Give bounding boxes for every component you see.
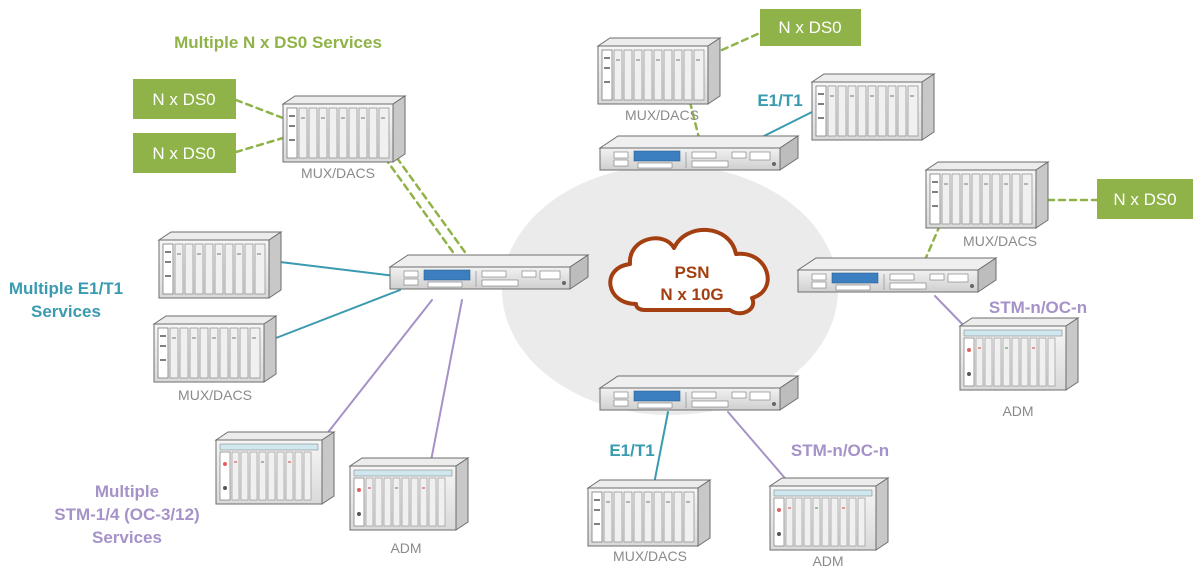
label-multiple-ds0: Multiple N x DS0 Services (174, 33, 382, 52)
stm-link (727, 411, 791, 485)
cloud-icon (608, 227, 770, 316)
adm-left-1 (215, 431, 335, 505)
ds0-link (688, 100, 702, 144)
caption-mux-bottom: MUX/DACS (613, 548, 687, 564)
mux-dacs-left-top (158, 231, 282, 299)
e1t1-link (653, 411, 669, 485)
e1t1-link (279, 261, 396, 277)
label-multiple-e1t1-line1: Multiple E1/T1 (9, 279, 123, 298)
stm-link (429, 299, 463, 467)
mux-dacs-top-e1t1 (811, 73, 935, 141)
caption-mux-left: MUX/DACS (178, 387, 252, 403)
e1t1-link (755, 111, 813, 141)
mux-dacs-right (925, 161, 1049, 229)
stm-link (321, 299, 433, 441)
gateway-switch-top (599, 135, 799, 171)
ds0-box-right: N x DS0 (1097, 179, 1193, 219)
adm-right (959, 317, 1079, 391)
mux-dacs-top (597, 37, 721, 105)
mux-dacs-bottom (587, 479, 711, 547)
ds0-box-left-top: N x DS0 (133, 79, 236, 119)
caption-adm-bottom: ADM (812, 553, 843, 569)
ds0-link (720, 30, 764, 52)
label-multiple-stm-line3: Services (92, 528, 162, 547)
caption-mux-topleft: MUX/DACS (301, 165, 375, 181)
ds0-link (923, 223, 942, 262)
caption-adm-right: ADM (1002, 403, 1033, 419)
cloud-label-capacity: N x 10G (660, 285, 723, 304)
adm-bottom (769, 477, 889, 551)
mux-dacs-topleft (282, 95, 406, 163)
gateway-switch-right (797, 257, 997, 293)
label-stm-bottom: STM-n/OC-n (791, 441, 889, 460)
caption-mux-top: MUX/DACS (625, 107, 699, 123)
svg-text:N x DS0: N x DS0 (152, 90, 215, 109)
svg-text:N x DS0: N x DS0 (778, 18, 841, 37)
adm-left-2 (349, 457, 469, 531)
ds0-link (234, 98, 285, 120)
svg-text:N x DS0: N x DS0 (1113, 190, 1176, 209)
label-stm-right: STM-n/OC-n (989, 298, 1087, 317)
label-multiple-stm-line1: Multiple (95, 482, 159, 501)
label-e1t1-bottom: E1/T1 (609, 441, 654, 460)
gateway-switch-left (389, 254, 589, 290)
label-e1t1-top: E1/T1 (757, 91, 802, 110)
gateway-switch-bottom (599, 375, 799, 411)
mux-dacs-left-bottom (153, 315, 277, 383)
cloud-label-psn: PSN (675, 263, 710, 282)
caption-adm-left: ADM (390, 540, 421, 556)
ds0-box-left-bottom: N x DS0 (133, 133, 236, 173)
ds0-box-top: N x DS0 (760, 9, 861, 46)
label-multiple-stm-line2: STM-1/4 (OC-3/12) (54, 505, 199, 524)
svg-text:N x DS0: N x DS0 (152, 144, 215, 163)
psn-cloud: PSN N x 10G (608, 227, 770, 316)
caption-mux-right: MUX/DACS (963, 233, 1037, 249)
label-multiple-e1t1-line2: Services (31, 302, 101, 321)
ds0-link (234, 136, 285, 154)
e1t1-link (275, 289, 401, 339)
